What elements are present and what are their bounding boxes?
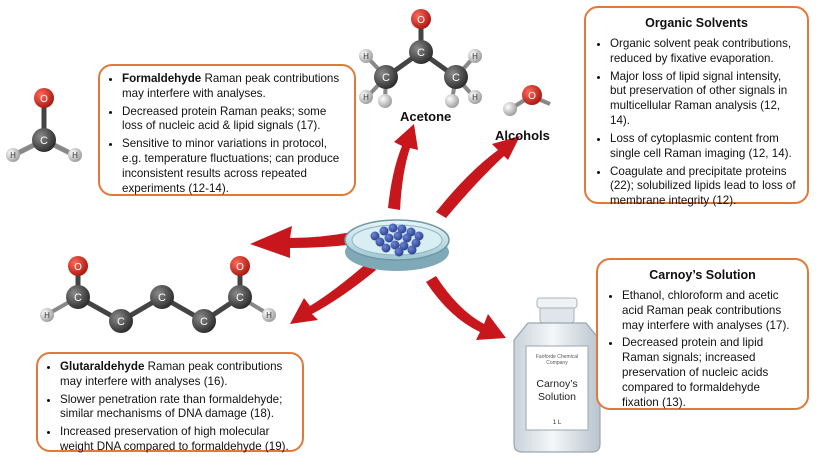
carnoy-item: Decreased protein and lipid Raman signal… <box>622 336 799 410</box>
organic-solvents-box: Organic Solvents Organic solvent peak co… <box>584 6 809 207</box>
svg-text:C: C <box>236 292 244 304</box>
svg-text:O: O <box>236 262 244 273</box>
formaldehyde-item-lead: Formaldehyde <box>122 72 202 85</box>
arrows <box>250 124 520 340</box>
hydrogen-atom <box>68 148 82 162</box>
svg-text:C: C <box>452 72 460 84</box>
glutaraldehyde-molecule: O O C C C C C H H <box>40 256 276 333</box>
atom-label-c: C <box>40 135 48 147</box>
hydrogen-atom <box>6 148 20 162</box>
carnoy-title: Carnoy’s Solution <box>649 268 756 282</box>
glutaraldehyde-item: Slower penetration rate than formaldehyd… <box>60 393 294 423</box>
formaldehyde-box: Formaldehyde Raman peak contributions ma… <box>98 64 356 196</box>
glutaraldehyde-item-text: Increased preservation of high molecular… <box>60 425 289 454</box>
arrow-to-carnoy <box>426 276 506 340</box>
atom-label-o: O <box>40 94 48 105</box>
glutaraldehyde-box: Glutaraldehyde Raman peak contributions … <box>36 352 304 455</box>
svg-text:C: C <box>417 47 425 59</box>
svg-text:H: H <box>266 311 272 320</box>
svg-text:H: H <box>472 52 478 61</box>
formaldehyde-item-text: Decreased protein Raman peaks; some loss… <box>122 104 327 133</box>
svg-text:H: H <box>472 93 478 102</box>
carnoy-bottle: Faoforde Chemical Company Carnoy’s Solut… <box>513 297 601 453</box>
svg-text:O: O <box>528 91 536 102</box>
petri-dish <box>344 219 450 271</box>
bottle-company: Faoforde Chemical <box>536 354 578 360</box>
svg-text:O: O <box>417 15 425 26</box>
formaldehyde-item: Decreased protein Raman peaks; some loss… <box>122 105 346 135</box>
acetone-molecule: O C C C H H H H <box>359 9 482 108</box>
svg-text:C: C <box>382 72 390 84</box>
carnoy-list: Ethanol, chloroform and acetic acid Rama… <box>606 289 799 411</box>
svg-text:C: C <box>74 292 82 304</box>
svg-text:O: O <box>74 262 82 273</box>
organic-item: Organic solvent peak contributions, redu… <box>610 37 799 67</box>
formaldehyde-item-text: Raman peak contributions may interfere w… <box>122 72 340 100</box>
alcohols-label: Alcohols <box>495 128 550 143</box>
svg-text:H: H <box>363 52 369 61</box>
svg-text:H: H <box>44 311 50 320</box>
organic-solvents-title: Organic Solvents <box>645 16 748 30</box>
formaldehyde-molecule: O C H H <box>6 88 82 162</box>
arrow-to-alcohols <box>436 136 520 218</box>
carnoy-box: Carnoy’s Solution Ethanol, chloroform an… <box>596 258 809 410</box>
glutaraldehyde-item-lead: Glutaraldehyde <box>60 360 145 373</box>
atom-label-h: H <box>72 151 78 160</box>
svg-text:C: C <box>158 292 166 304</box>
bottle-volume: 1 L <box>553 420 562 426</box>
glutaraldehyde-item-text: Raman peak contributions may interfere w… <box>60 360 283 388</box>
organic-item: Major loss of lipid signal intensity, bu… <box>610 70 799 129</box>
formaldehyde-item: Formaldehyde Raman peak contributions ma… <box>122 72 346 102</box>
alcohol-molecule: O <box>503 85 551 116</box>
formaldehyde-item: Sensitive to minor variations in protoco… <box>122 137 346 196</box>
formaldehyde-item-text: Sensitive to minor variations in protoco… <box>122 137 340 195</box>
bottle-name-1: Carnoy’s <box>536 378 577 390</box>
svg-text:H: H <box>363 93 369 102</box>
svg-text:C: C <box>117 316 125 328</box>
organic-item: Coagulate and precipitate proteins (22);… <box>610 165 799 209</box>
bottle-company-2: Company <box>546 360 568 366</box>
glutaraldehyde-item: Glutaraldehyde Raman peak contributions … <box>60 360 294 390</box>
atom-label-h: H <box>10 151 16 160</box>
arrow-to-glutaraldehyde <box>290 262 376 324</box>
glutaraldehyde-item: Increased preservation of high molecular… <box>60 425 294 455</box>
arrow-to-formaldehyde <box>250 226 356 258</box>
svg-text:C: C <box>200 316 208 328</box>
formaldehyde-list: Formaldehyde Raman peak contributions ma… <box>106 72 346 197</box>
carnoy-item: Ethanol, chloroform and acetic acid Rama… <box>622 289 799 333</box>
glutaraldehyde-item-text: Slower penetration rate than formaldehyd… <box>60 392 283 421</box>
cell-cluster <box>370 223 424 257</box>
oxygen-atom <box>34 88 54 108</box>
arrow-to-acetone <box>388 124 418 210</box>
acetone-label: Acetone <box>400 109 452 124</box>
organic-item: Loss of cytoplasmic content from single … <box>610 132 799 162</box>
carbon-atom <box>32 128 56 152</box>
organic-solvents-list: Organic solvent peak contributions, redu… <box>594 37 799 209</box>
glutaraldehyde-list: Glutaraldehyde Raman peak contributions … <box>44 360 294 455</box>
bottle-name-2: Solution <box>538 391 576 403</box>
